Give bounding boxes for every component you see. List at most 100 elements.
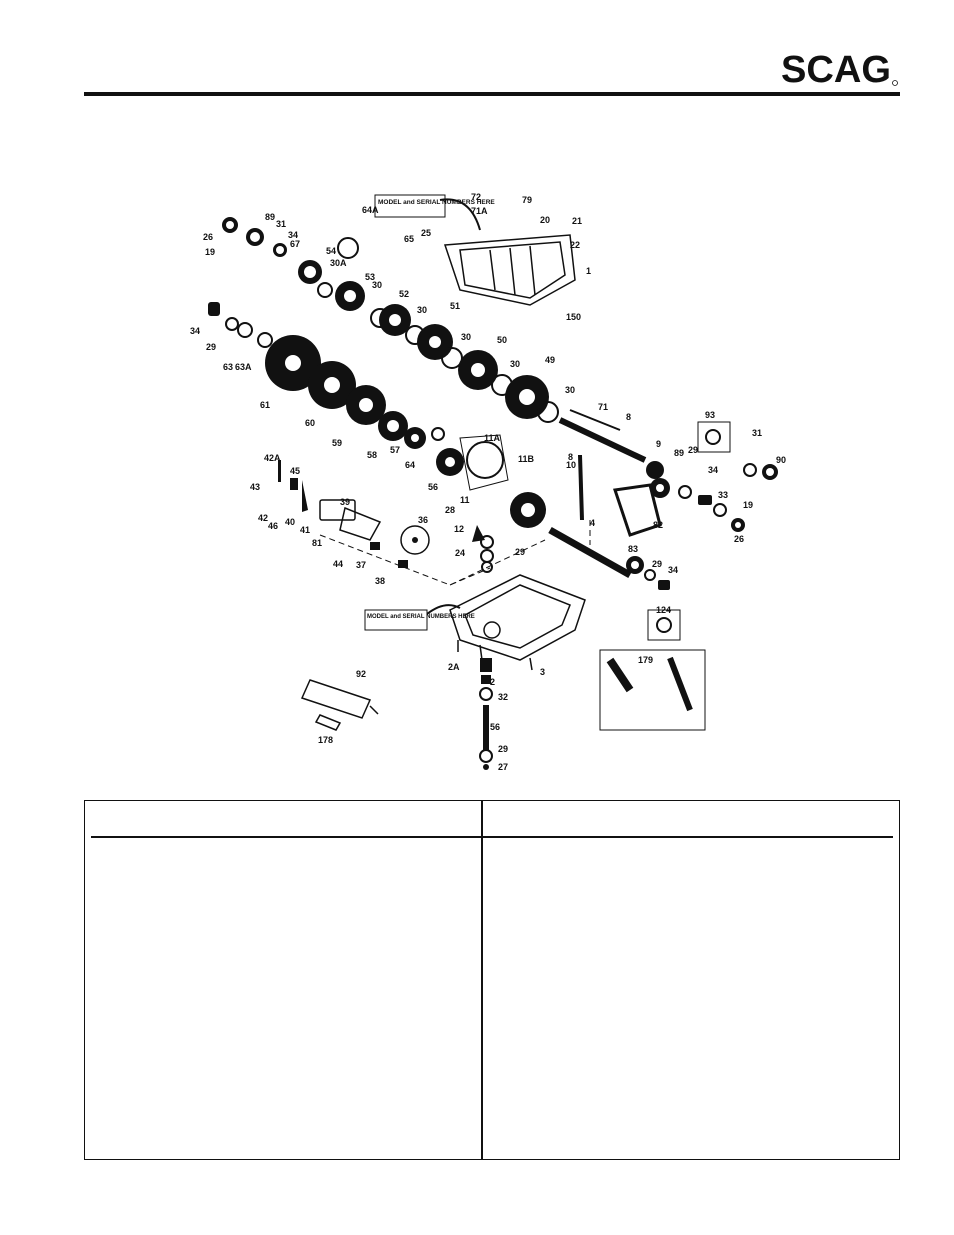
part-label: 25 bbox=[421, 228, 431, 238]
part-label: 10 bbox=[566, 460, 576, 470]
table-header-rule bbox=[91, 836, 893, 838]
part-label: 79 bbox=[522, 195, 532, 205]
upper-housing bbox=[443, 234, 576, 306]
part-label: 38 bbox=[375, 576, 385, 586]
part-label: 20 bbox=[540, 215, 550, 225]
part-label: 89 bbox=[265, 212, 275, 222]
part-label: 1 bbox=[586, 266, 591, 276]
part-label: 39 bbox=[340, 497, 350, 507]
part-label: 81 bbox=[312, 538, 322, 548]
part-label: 3 bbox=[540, 667, 545, 677]
part-label: 72 bbox=[471, 192, 481, 202]
part-label: 58 bbox=[367, 450, 377, 460]
part-label: 4 bbox=[590, 518, 595, 528]
part-label: 30 bbox=[372, 280, 382, 290]
part-label: 31 bbox=[752, 428, 762, 438]
part-label: 30 bbox=[510, 359, 520, 369]
part-label: 41 bbox=[300, 525, 310, 535]
part-label: 19 bbox=[743, 500, 753, 510]
part-label: 57 bbox=[390, 445, 400, 455]
part-label: 43 bbox=[250, 482, 260, 492]
part-label: 34 bbox=[190, 326, 200, 336]
part-label: 53 bbox=[365, 272, 375, 282]
part-label: 2A bbox=[448, 662, 460, 672]
part-label: 64 bbox=[405, 460, 415, 470]
part-label: 178 bbox=[318, 735, 333, 745]
part-label: 71 bbox=[598, 402, 608, 412]
part-label: 89 bbox=[674, 448, 684, 458]
part-label: 46 bbox=[268, 521, 278, 531]
part-label: 32 bbox=[498, 692, 508, 702]
model-serial-callout-top: MODEL and SERIAL NUMBERS HERE bbox=[374, 194, 495, 231]
part-label: 11 bbox=[460, 495, 470, 505]
lower-gear-row bbox=[208, 302, 546, 528]
part-label: 71A bbox=[471, 206, 488, 216]
part-label: 51 bbox=[450, 301, 460, 311]
part-label: 26 bbox=[734, 534, 744, 544]
part-label: 150 bbox=[566, 312, 581, 322]
part-label: 29 bbox=[206, 342, 216, 352]
part-label: 56 bbox=[490, 722, 500, 732]
part-label: 83 bbox=[628, 544, 638, 554]
output-shaft-stack bbox=[479, 658, 493, 770]
table-column-divider bbox=[481, 801, 483, 1159]
part-label: 50 bbox=[497, 335, 507, 345]
model-serial-callout-bottom: MODEL and SERIAL NUMBERS HERE bbox=[364, 604, 475, 631]
part-label: 64A bbox=[362, 205, 379, 215]
part-label: 63 bbox=[223, 362, 233, 372]
part-label: 34 bbox=[288, 230, 298, 240]
part-label: 27 bbox=[498, 762, 508, 770]
part-label: 124 bbox=[656, 605, 671, 615]
brand-wordmark: SCAG bbox=[781, 49, 891, 88]
shift-linkage bbox=[278, 460, 494, 573]
part-label: 11B bbox=[518, 454, 535, 464]
part-label: 29 bbox=[688, 445, 698, 455]
part-label: 29 bbox=[515, 547, 525, 557]
part-label: 92 bbox=[356, 669, 366, 679]
shafts bbox=[548, 409, 706, 731]
part-label: 65 bbox=[404, 234, 414, 244]
part-label: 82 bbox=[653, 520, 663, 530]
scag-logo: SCAG bbox=[781, 49, 898, 88]
part-label: 45 bbox=[290, 466, 300, 476]
part-label: 34 bbox=[708, 465, 718, 475]
lower-housing bbox=[449, 574, 586, 671]
part-label: 28 bbox=[445, 505, 455, 515]
header-rule bbox=[84, 92, 900, 96]
part-label: 29 bbox=[498, 744, 508, 754]
part-label: 42 bbox=[258, 513, 268, 523]
part-label: 37 bbox=[356, 560, 366, 570]
part-label: 24 bbox=[455, 548, 465, 558]
part-label: 12 bbox=[454, 524, 464, 534]
exploded-parts-diagram: MODEL and SERIAL NUMBERS HERE bbox=[190, 192, 786, 770]
part-label: 61 bbox=[260, 400, 270, 410]
parts-table bbox=[84, 800, 900, 1160]
part-label: 59 bbox=[332, 438, 342, 448]
part-label: 40 bbox=[285, 517, 295, 527]
part-label: 36 bbox=[418, 515, 428, 525]
upper-gear-row bbox=[222, 217, 559, 423]
part-label: 93 bbox=[705, 410, 715, 420]
right-parts bbox=[613, 421, 778, 641]
part-label: 2 bbox=[490, 677, 495, 687]
part-label: 33 bbox=[718, 490, 728, 500]
part-label: 60 bbox=[305, 418, 315, 428]
part-label: 44 bbox=[333, 559, 343, 569]
assembly-guides bbox=[319, 520, 591, 586]
part-label: 63A bbox=[235, 362, 252, 372]
part-label: 30 bbox=[417, 305, 427, 315]
part-label: 11A bbox=[484, 433, 501, 443]
part-labels: 1 2 2A 3 4 8 8 9 10 11 11A 11B 12 19 19 … bbox=[190, 192, 786, 770]
part-label: 67 bbox=[290, 239, 300, 249]
part-label: 30 bbox=[565, 385, 575, 395]
part-label: 19 bbox=[205, 247, 215, 257]
part-label: 31 bbox=[276, 219, 286, 229]
part-label: 30A bbox=[330, 258, 347, 268]
part-label: 30 bbox=[461, 332, 471, 342]
part-label: 179 bbox=[638, 655, 653, 665]
part-label: 8 bbox=[626, 412, 631, 422]
sealant-tube bbox=[300, 679, 379, 731]
part-label: 42A bbox=[264, 453, 281, 463]
svg-text:MODEL and SERIAL NUMBERS HERE: MODEL and SERIAL NUMBERS HERE bbox=[367, 614, 475, 620]
part-label: 22 bbox=[570, 240, 580, 250]
